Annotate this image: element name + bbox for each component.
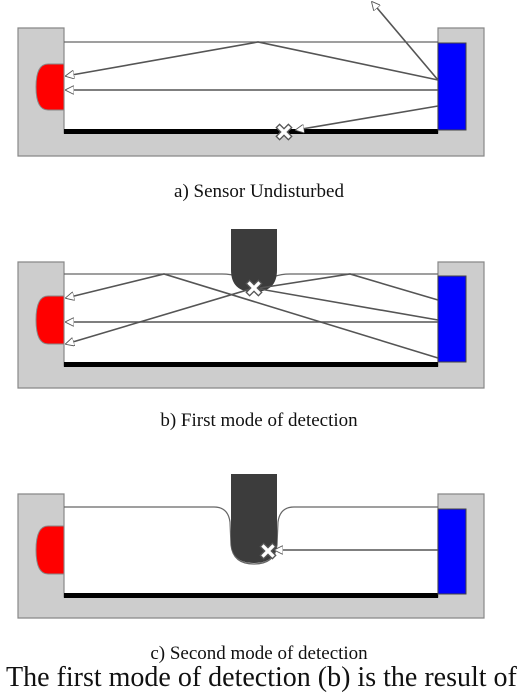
- emitter-c: [35, 525, 65, 575]
- caption-a: a) Sensor Undisturbed: [174, 181, 344, 202]
- body-text-continuation: The first mode of detection (b) is the r…: [6, 662, 517, 693]
- detector-c: [437, 508, 467, 595]
- panel-b: [17, 229, 485, 389]
- emitter-a: [35, 63, 65, 111]
- detector-b: [437, 275, 467, 363]
- emitter-b: [35, 295, 65, 345]
- base-strip-c: [64, 593, 438, 598]
- panel-a: [17, 2, 485, 157]
- rays-a: [66, 2, 439, 130]
- caption-c: c) Second mode of detection: [150, 643, 368, 664]
- probe-b: [231, 229, 277, 292]
- waveguide-top-c: [64, 506, 438, 565]
- detector-a: [437, 42, 467, 131]
- panel-c: [17, 474, 485, 619]
- caption-b: b) First mode of detection: [160, 410, 358, 431]
- probe-c: [231, 474, 277, 563]
- base-strip-a: [64, 129, 438, 134]
- sensor-frame-a: [17, 27, 485, 157]
- base-strip-b: [64, 362, 438, 367]
